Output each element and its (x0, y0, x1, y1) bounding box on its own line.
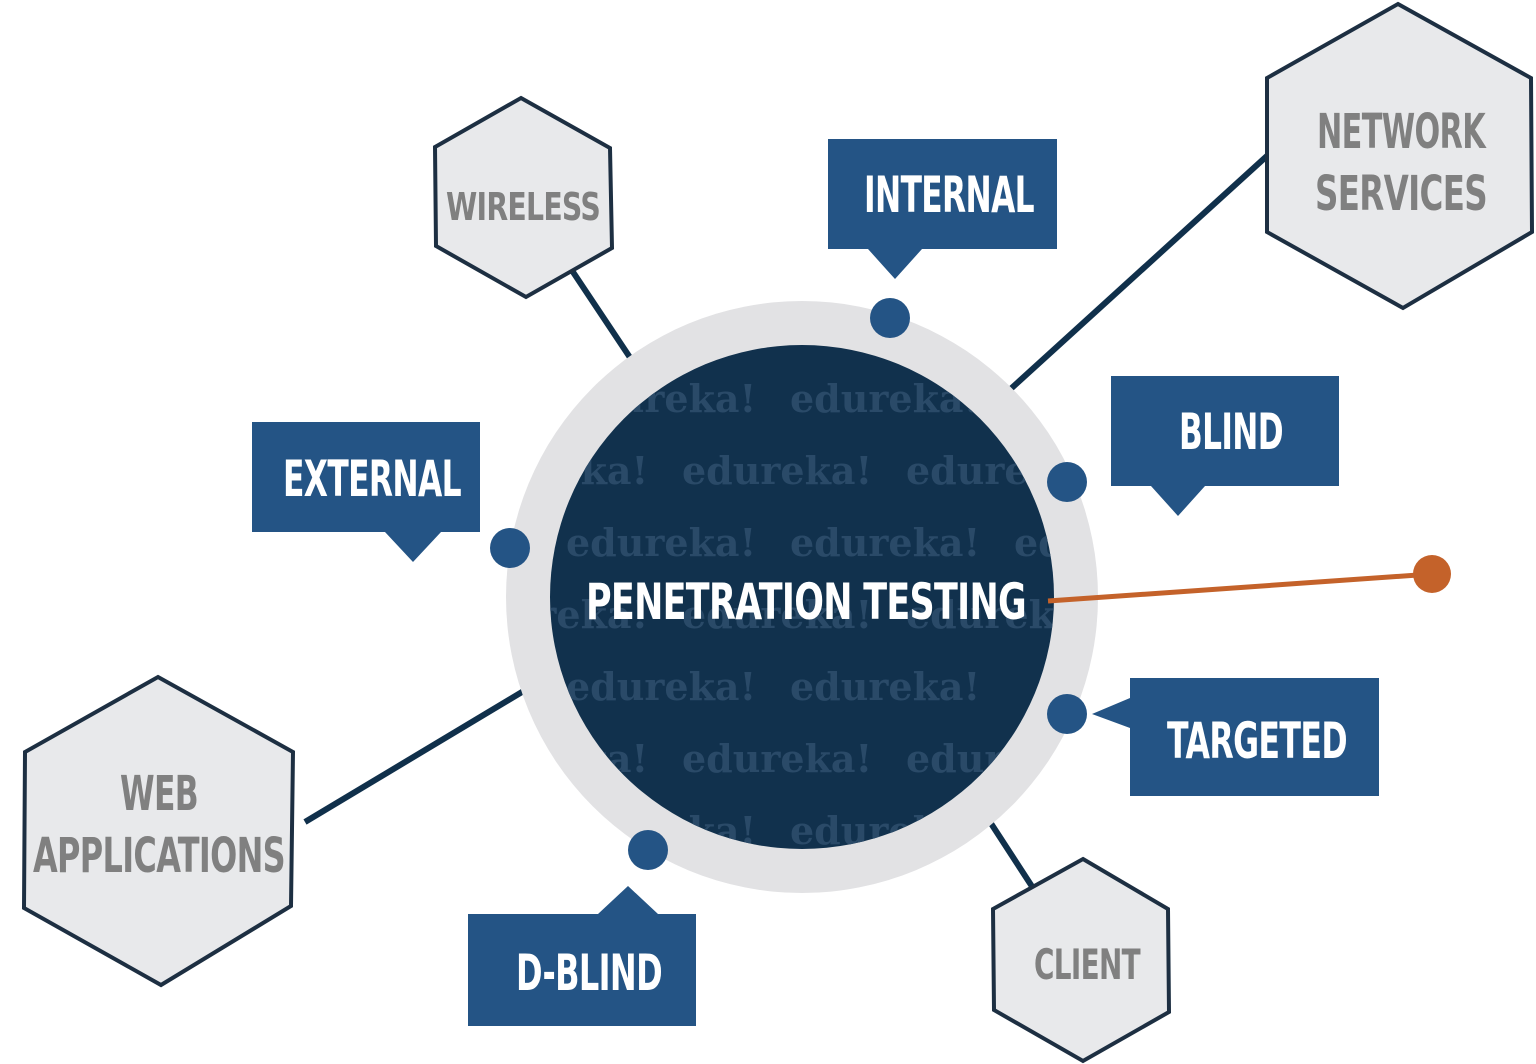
dot-dblind (628, 830, 668, 870)
watermark-text: edureka! (566, 664, 756, 709)
dot-blind (1047, 462, 1087, 502)
watermark-text: edureka! (566, 520, 756, 565)
accent-dot (1413, 555, 1451, 593)
hexagon-wireless-label: WIRELESS (446, 185, 600, 229)
box-dblind-label: D-BLIND (516, 944, 662, 1002)
watermark-text: edureka! (682, 448, 872, 493)
hexagon-network-label-line2: SERVICES (1315, 166, 1487, 222)
box-external-label: EXTERNAL (283, 450, 461, 508)
watermark-text: edureka! (790, 520, 980, 565)
box-blind-label: BLIND (1179, 403, 1283, 461)
watermark-text: edureka! (1014, 520, 1204, 565)
box-internal-label: INTERNAL (864, 166, 1034, 224)
watermark-text: edureka! (458, 592, 648, 637)
hexagon-network-services: NETWORK SERVICES (1265, 1, 1535, 311)
watermark-text: edureka! (790, 664, 980, 709)
box-external: EXTERNAL (252, 422, 480, 562)
watermark-text: edureka! (682, 592, 872, 637)
hexagon-web-label-line1: WEB (120, 766, 198, 822)
connector-network-services (979, 152, 1271, 418)
dot-targeted (1047, 694, 1087, 734)
dot-internal (870, 298, 910, 338)
center-title: PENETRATION TESTING (586, 573, 1026, 631)
hexagon-client-label: CLIENT (1034, 940, 1141, 989)
hexagon-network-label-line1: NETWORK (1317, 104, 1487, 160)
box-blind: BLIND (1111, 376, 1339, 516)
hexagon-client: CLIENT (990, 856, 1172, 1064)
watermark-text: edureka! (682, 736, 872, 781)
dot-external (490, 528, 530, 568)
box-dblind: D-BLIND (468, 886, 696, 1026)
hexagon-wireless: WIRELESS (432, 95, 615, 300)
box-internal: INTERNAL (828, 139, 1057, 279)
hexagon-web-applications: WEB APPLICATIONS (21, 674, 296, 988)
accent-line (1047, 571, 1433, 604)
hexagon-web-label-line2: APPLICATIONS (33, 828, 285, 884)
box-targeted-label: TARGETED (1167, 712, 1347, 770)
center-circle (550, 345, 1054, 849)
box-targeted: TARGETED (1092, 678, 1379, 796)
connector-web-applications (303, 665, 564, 825)
watermark-text: edureka! (906, 592, 1096, 637)
